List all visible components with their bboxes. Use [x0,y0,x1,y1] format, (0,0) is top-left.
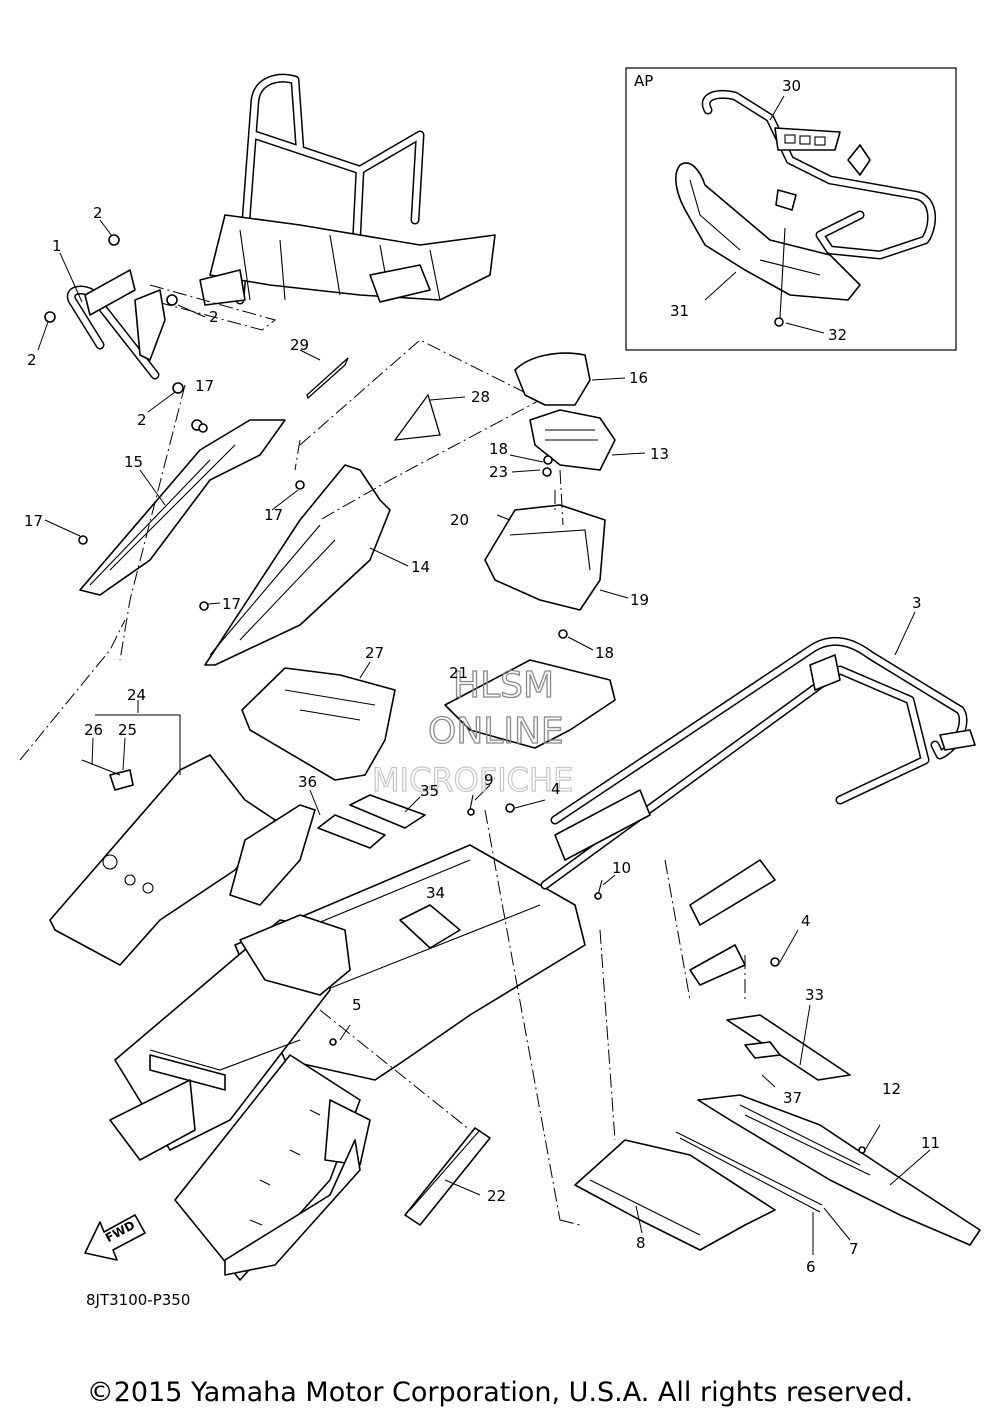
callout-18: 18 [489,440,508,458]
rear-flap [484,809,981,1255]
callout-17: 17 [264,506,283,524]
callout-10: 10 [612,859,631,877]
callout-32: 32 [828,326,847,344]
callout-29: 29 [290,336,309,354]
callout-23: 23 [489,463,508,481]
callout-13: 13 [650,445,669,463]
callout-25: 25 [118,721,137,739]
callout-5: 5 [352,996,362,1014]
front-bumper [37,219,206,431]
callout-33: 33 [805,986,824,1004]
callout-19: 19 [630,591,649,609]
bar-22 [319,1009,491,1226]
callout-17: 17 [222,595,241,613]
diagram-code: 8JT3100-P350 [86,1291,190,1309]
callout-21: 21 [449,664,468,682]
callout-4: 4 [551,780,561,798]
callout-31: 31 [670,302,689,320]
callout-37: 37 [783,1089,802,1107]
callout-2: 2 [209,308,219,326]
callout-9: 9 [484,771,494,789]
callout-28: 28 [471,388,490,406]
callout-35: 35 [420,782,439,800]
front-frame [149,73,496,331]
callout-11: 11 [921,1134,940,1152]
callout-7: 7 [849,1240,859,1258]
fasteners [467,784,616,900]
callout-27: 27 [365,644,384,662]
inset-ap: AP [625,67,957,351]
callout-2: 2 [137,411,147,429]
watermark-line3: MICROFICHE [372,761,573,799]
callouts: 1 2 2 2 2 3 4 4 5 6 7 8 9 10 11 12 13 14… [24,77,940,1276]
copyright-notice: ©2015 Yamaha Motor Corporation, U.S.A. A… [86,1377,914,1408]
callout-30: 30 [782,77,801,95]
pads [309,789,426,849]
callout-1: 1 [52,237,62,255]
callout-17: 17 [24,512,43,530]
callout-34: 34 [426,884,445,902]
callout-3: 3 [912,594,922,612]
callout-6: 6 [806,1258,816,1276]
inset-label: AP [634,72,653,90]
watermark-line2: ONLINE [428,711,564,752]
side-covers [44,384,409,666]
callout-26: 26 [84,721,103,739]
callout-15: 15 [124,453,143,471]
callout-20: 20 [450,511,469,529]
callout-16: 16 [629,369,648,387]
callout-36: 36 [298,773,317,791]
callout-18: 18 [595,644,614,662]
callout-14: 14 [411,558,430,576]
callout-12: 12 [882,1080,901,1098]
rear-grab-parts [484,352,646,651]
watermark-line1: HLSM [453,665,554,706]
battery-box [241,659,616,781]
callout-24: 24 [127,686,146,704]
callout-2: 2 [93,204,103,222]
callout-17: 17 [195,377,214,395]
rear-frame [505,611,976,1001]
rear-plates [19,619,316,966]
chassis-tunnel [109,844,586,1281]
fwd-arrow: FWD [84,1214,146,1261]
callout-8: 8 [636,1234,646,1252]
callout-2: 2 [27,351,37,369]
callout-4: 4 [801,912,811,930]
watermark: HLSM ONLINE MICROFICHE [371,664,573,799]
callout-22: 22 [487,1187,506,1205]
